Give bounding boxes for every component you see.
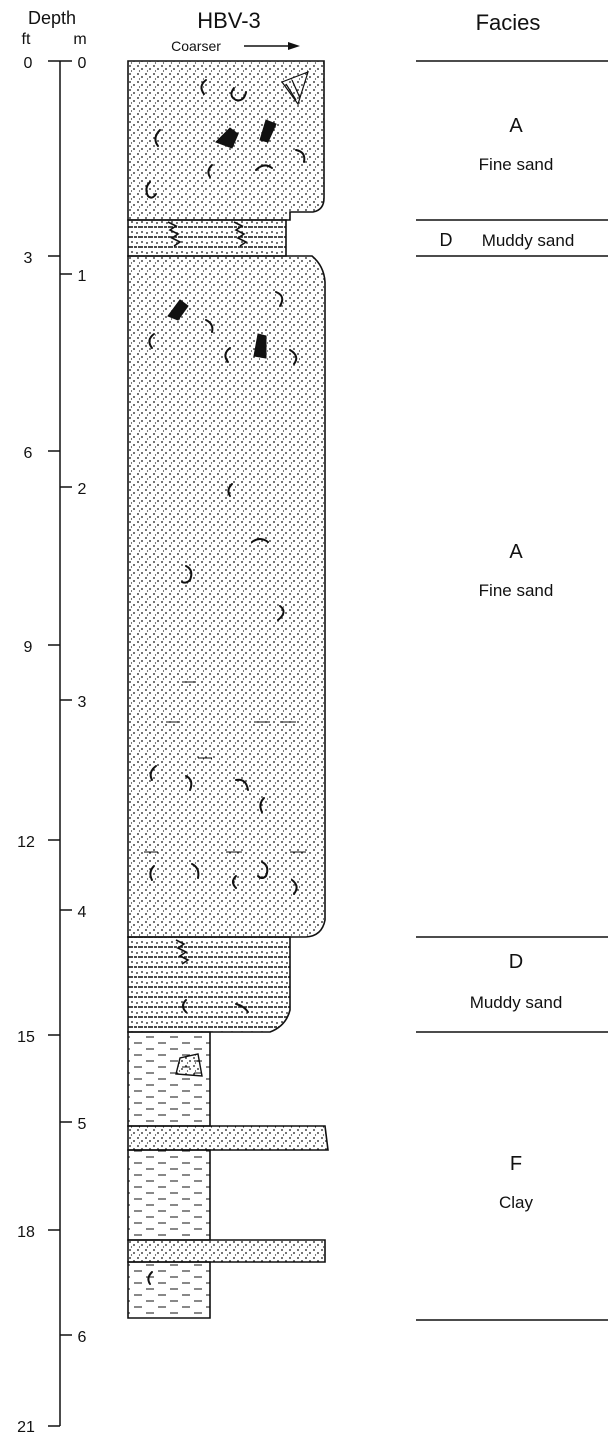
shell-fossil-icon: [289, 349, 298, 365]
m-tick-label: 6: [78, 1329, 87, 1346]
shell-fossil-icon: [191, 863, 200, 879]
shell-fossil-icon: [200, 79, 207, 95]
m-tick-label: 2: [78, 481, 87, 498]
shell-fossil-icon: [291, 879, 298, 895]
ft-tick-label: 12: [17, 834, 35, 851]
lithology-column: [127, 60, 329, 1319]
shell-fossil-icon: [255, 164, 273, 171]
muddy-sand-bed: [127, 219, 287, 257]
shell-fossil-icon: [205, 319, 214, 333]
ft-tick-labels: 0 3 6 9 12 15 18 21: [17, 55, 35, 1436]
m-tick-label: 0: [78, 55, 87, 72]
shell-fossil-icon: [295, 149, 306, 163]
wood-fragment-icon: [167, 299, 189, 321]
shell-fossil-icon: [182, 999, 187, 1013]
grain-size-label: Coarser: [171, 38, 221, 54]
muddy-sand-bed: [127, 936, 291, 1033]
shell-fossil-icon: [232, 875, 237, 889]
ft-tick-label: 21: [17, 1419, 35, 1436]
shell-fossil-icon: [235, 778, 249, 791]
ft-tick-label: 18: [17, 1224, 35, 1241]
ft-tick-label: 9: [24, 639, 33, 656]
facies-letter: D: [509, 951, 523, 973]
wood-fragment-icon: [253, 333, 267, 359]
shell-fossil-icon: [251, 538, 269, 543]
m-unit-label: m: [73, 31, 86, 48]
shell-fossil-icon: [224, 347, 231, 363]
facies-letter: A: [509, 541, 523, 563]
shell-fossil-icon: [227, 483, 233, 497]
ft-tick-label: 6: [24, 445, 33, 462]
ft-unit-label: ft: [22, 31, 31, 48]
shell-fossil-icon: [235, 1003, 249, 1013]
burrow-icon: [233, 221, 248, 247]
mud-flasers: [144, 681, 306, 853]
m-tick-labels: 0 1 2 3 4 5 6: [78, 55, 87, 1346]
facies-name: Clay: [499, 1193, 534, 1212]
pebble-icon: [175, 1053, 203, 1077]
fine-sand-bed: [127, 255, 326, 938]
well-name: HBV-3: [197, 8, 261, 33]
facies-labels: A Fine sand D Muddy sand A Fine sand D M…: [440, 115, 575, 1212]
burrows: [167, 221, 248, 965]
shell-fossil-icon: [259, 797, 265, 813]
shell-fossil-icon: [277, 605, 285, 621]
facies-name: Fine sand: [479, 581, 554, 600]
m-tick-label: 5: [78, 1116, 87, 1133]
m-tick-label: 1: [78, 268, 87, 285]
burrow-icon: [175, 939, 190, 965]
depth-scale: [48, 60, 72, 1427]
shell-fossil-icon: [149, 865, 155, 881]
facies-name: Fine sand: [479, 155, 554, 174]
clay-bed: [127, 1031, 211, 1127]
wood-cone-icon: [281, 70, 309, 106]
shell-fossil-icon: [230, 87, 247, 102]
facies-name: Muddy sand: [470, 993, 563, 1012]
m-tick-label: 3: [78, 694, 87, 711]
burrow-icon: [167, 221, 182, 247]
facies-letter: D: [440, 230, 453, 250]
wood-fragment-icon: [259, 119, 277, 143]
facies-name: Muddy sand: [482, 231, 575, 250]
shell-fossil-icon: [147, 1271, 153, 1285]
shell-fossil-icon: [149, 765, 157, 781]
shell-fossil-icon: [154, 129, 161, 147]
shell-fossils: [145, 79, 306, 1285]
facies-letter: A: [509, 115, 523, 137]
ft-tick-label: 15: [17, 1029, 35, 1046]
shell-fossil-icon: [185, 775, 193, 791]
ft-tick-label: 0: [24, 55, 33, 72]
facies-letter: F: [510, 1153, 522, 1175]
wood-fragment-icon: [215, 127, 239, 149]
clay-bed: [127, 1149, 211, 1241]
shell-fossil-icon: [181, 565, 193, 584]
facies-boundaries: [416, 60, 608, 1321]
shell-fossil-icon: [145, 181, 157, 199]
coarser-arrow-icon: [244, 42, 300, 50]
m-tick-label: 4: [78, 904, 87, 921]
shell-fossil-icon: [207, 164, 213, 178]
sand-stringer: [127, 1125, 329, 1151]
wood-fragments: [167, 119, 277, 359]
shell-fossil-icon: [275, 291, 284, 307]
clay-bed: [127, 1261, 211, 1319]
shell-fossil-icon: [257, 861, 269, 879]
depth-heading: Depth: [28, 8, 76, 28]
sand-stringer: [127, 1239, 326, 1263]
facies-heading: Facies: [476, 10, 541, 35]
ft-tick-label: 3: [24, 250, 33, 267]
shell-fossil-icon: [148, 333, 155, 349]
